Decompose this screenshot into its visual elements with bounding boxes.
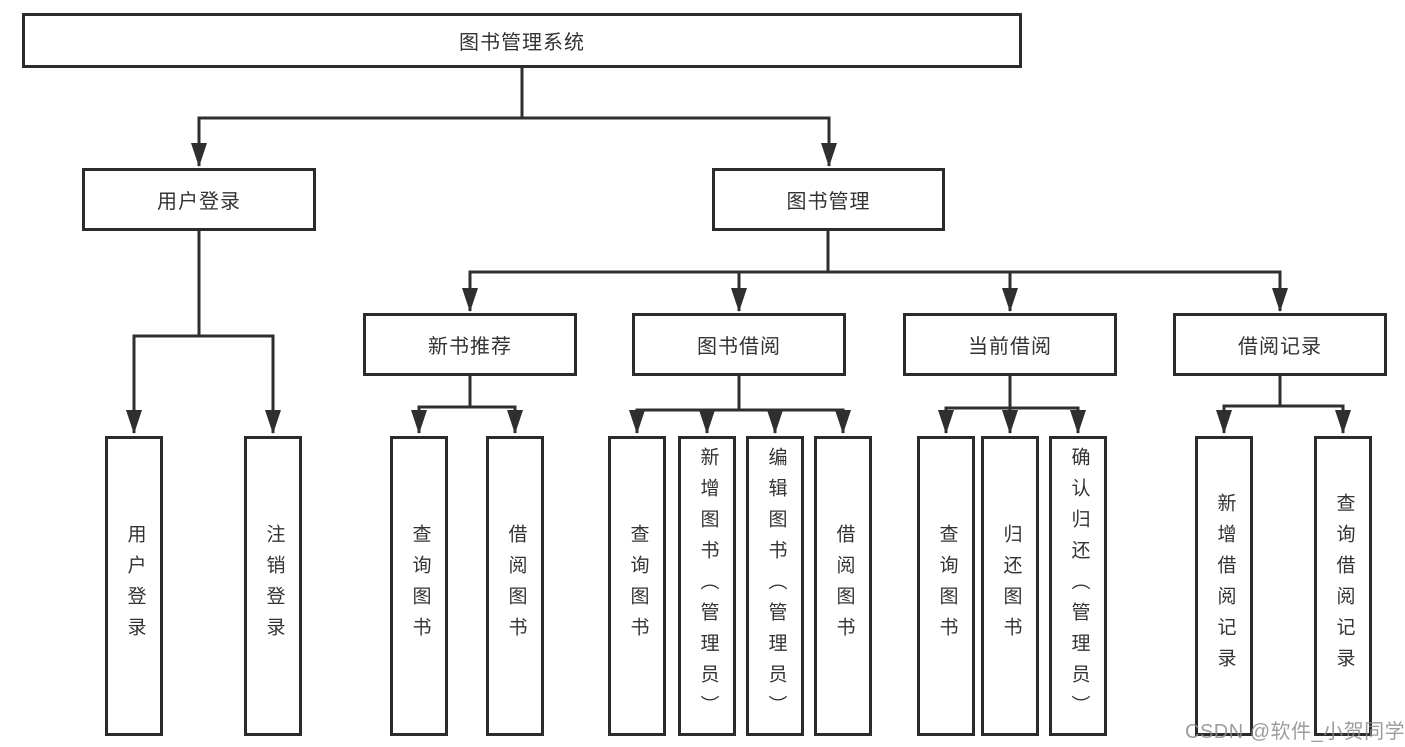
leaf-borrow-books-borrowing: 借阅图书 [814,436,872,736]
leaf-query-borrow-record: 查询借阅记录 [1314,436,1372,736]
leaf-add-books-admin: 新增图书（管理员） [678,436,736,736]
leaf-label: 用户登录 [124,524,146,648]
csdn-watermark: CSDN @软件_小贺同学 [1185,721,1405,743]
leaf-label: 新增借阅记录 [1214,493,1236,679]
node-root-system: 图书管理系统 [22,13,1022,68]
leaf-return-books: 归还图书 [981,436,1039,736]
leaf-label: 查询图书 [936,524,958,648]
leaf-label: 注销登录 [263,524,285,648]
leaf-label: 编辑图书（管理员） [765,446,787,726]
node-current-borrowing: 当前借阅 [903,313,1117,376]
leaf-user-login: 用户登录 [105,436,163,736]
leaf-label: 归还图书 [1000,524,1022,648]
leaf-label: 新增图书（管理员） [697,446,719,726]
leaf-label: 借阅图书 [833,524,855,648]
leaf-edit-books-admin: 编辑图书（管理员） [746,436,804,736]
leaf-query-books-borrowing: 查询图书 [608,436,666,736]
leaf-query-books-recommend: 查询图书 [390,436,448,736]
node-borrowing-records: 借阅记录 [1173,313,1387,376]
leaf-label: 查询图书 [627,524,649,648]
leaf-logout: 注销登录 [244,436,302,736]
leaf-label: 借阅图书 [505,524,527,648]
node-new-book-recommend: 新书推荐 [363,313,577,376]
leaf-label: 确认归还（管理员） [1068,446,1090,726]
leaf-borrow-books-recommend: 借阅图书 [486,436,544,736]
leaf-label: 查询借阅记录 [1333,493,1355,679]
leaf-confirm-return-admin: 确认归还（管理员） [1049,436,1107,736]
node-book-borrowing: 图书借阅 [632,313,846,376]
leaf-label: 查询图书 [409,524,431,648]
leaf-add-borrow-record: 新增借阅记录 [1195,436,1253,736]
node-user-login: 用户登录 [82,168,316,231]
leaf-query-books-current: 查询图书 [917,436,975,736]
node-book-management: 图书管理 [712,168,945,231]
